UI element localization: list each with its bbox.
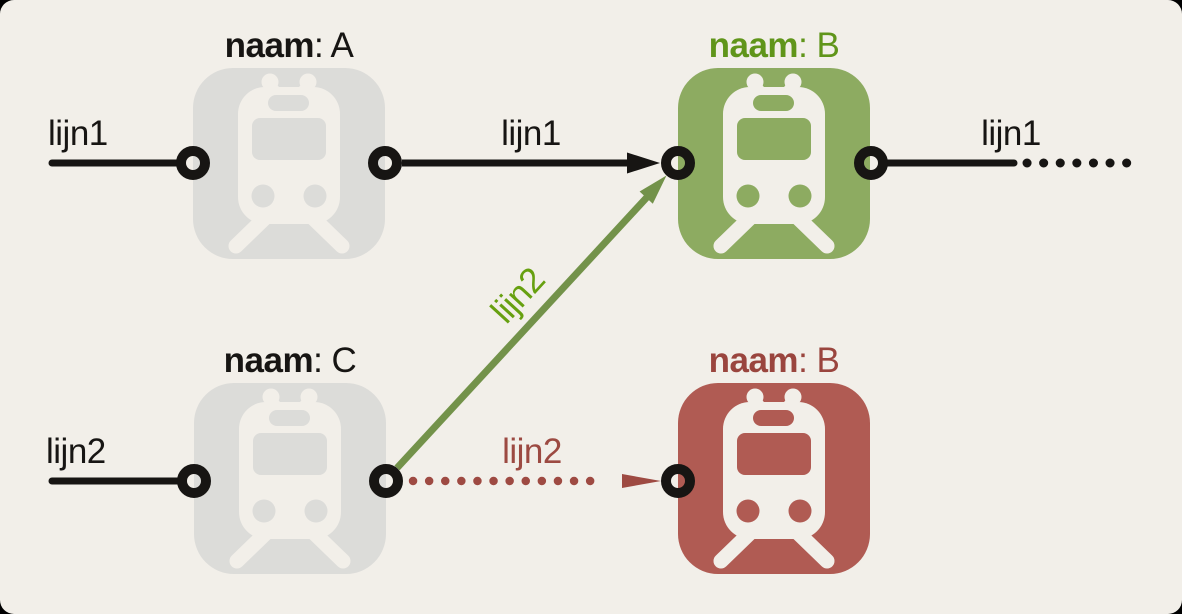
train-leg-left	[229, 523, 276, 569]
arrowhead-lijn1-icon	[627, 152, 660, 174]
node-c-right	[369, 464, 403, 498]
train-windshield	[252, 118, 326, 160]
train-windshield	[253, 433, 327, 475]
train-leg-right	[303, 208, 350, 254]
edge-label-lijn2-in: lijn2	[46, 432, 106, 471]
station-b-bottom-label-value: : B	[798, 341, 840, 380]
train-windshield	[737, 433, 811, 475]
train-icon	[193, 68, 385, 259]
train-leg-left	[228, 208, 275, 254]
station-a-label-value: : A	[314, 26, 354, 65]
node-a-right	[368, 146, 402, 180]
edge-label-lijn1-mid: lijn1	[501, 114, 561, 153]
train-icon	[194, 383, 386, 574]
train-icon	[678, 68, 870, 259]
arrowhead-lijn2-maroon-icon	[622, 474, 661, 488]
station-b-top-train-icon	[678, 68, 870, 259]
train-sign	[753, 410, 794, 426]
train-icon	[678, 383, 870, 574]
node-b-top-left	[661, 146, 695, 180]
station-c-train-icon	[194, 383, 386, 574]
edge-label-lijn2-maroon: lijn2	[502, 432, 562, 471]
station-b-top-label-key: naam	[708, 26, 799, 65]
train-light-left	[251, 184, 275, 208]
station-b-bottom-label: naam: B	[677, 343, 871, 378]
station-a-label: naam: A	[192, 28, 386, 63]
train-leg-right	[304, 523, 351, 569]
train-light-right	[304, 499, 328, 523]
train-leg-left	[713, 208, 760, 254]
train-windshield	[737, 118, 811, 160]
edge-lijn2-c-to-b-green	[394, 192, 652, 471]
station-a-label-key: naam	[224, 26, 315, 65]
node-b-bottom-left	[661, 464, 695, 498]
station-b-top-label: naam: B	[677, 28, 871, 63]
train-light-right	[788, 499, 812, 523]
train-leg-right	[788, 208, 835, 254]
train-light-left	[736, 499, 760, 523]
train-light-left	[736, 184, 760, 208]
station-c-label-key: naam	[223, 341, 314, 380]
train-light-right	[788, 184, 812, 208]
station-b-top-label-value: : B	[798, 26, 840, 65]
station-c-label-value: : C	[313, 341, 357, 380]
station-a-train-icon	[193, 68, 385, 259]
node-a-left	[176, 146, 210, 180]
train-sign	[268, 95, 309, 111]
edge-label-lijn1-out: lijn1	[981, 114, 1041, 153]
edge-label-lijn1-in: lijn1	[48, 114, 108, 153]
train-sign	[269, 410, 310, 426]
train-leg-right	[788, 523, 835, 569]
arrowhead-lijn2-green-icon	[639, 175, 667, 204]
station-c-label: naam: C	[193, 343, 387, 378]
node-c-left	[177, 464, 211, 498]
station-b-bottom-label-key: naam	[708, 341, 799, 380]
train-light-left	[252, 499, 276, 523]
station-b-bottom-train-icon	[678, 383, 870, 574]
train-sign	[753, 95, 794, 111]
train-light-right	[303, 184, 327, 208]
node-b-top-right	[854, 146, 888, 180]
train-leg-left	[713, 523, 760, 569]
